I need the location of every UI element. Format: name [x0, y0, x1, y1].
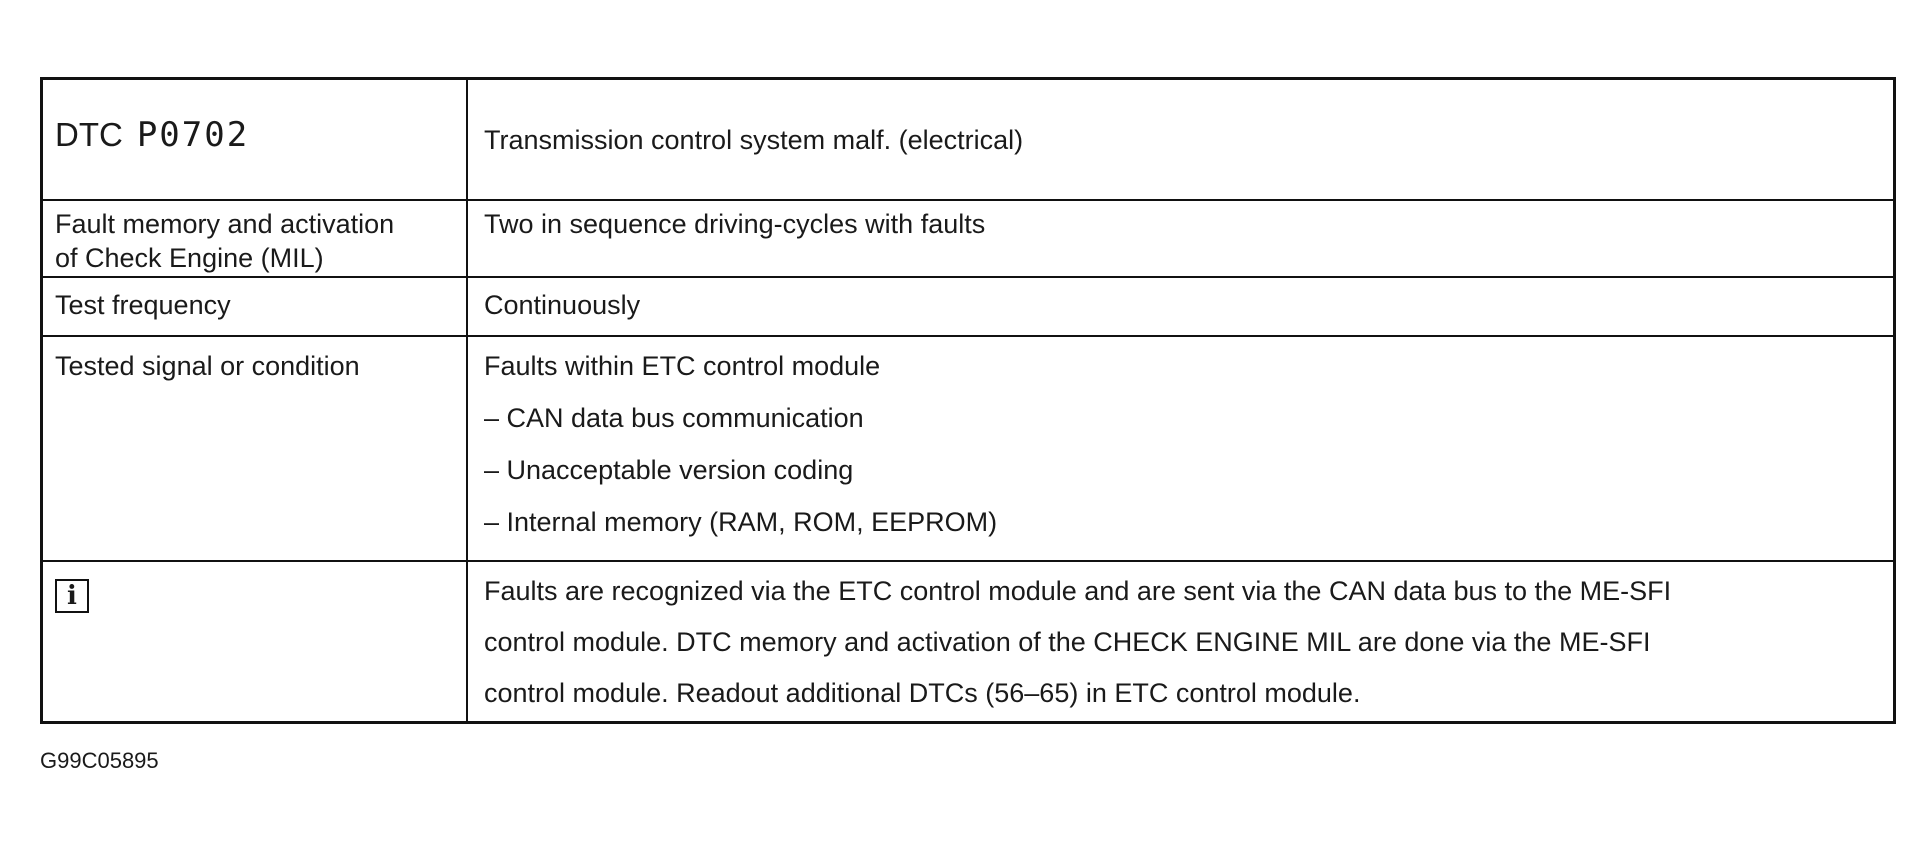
info-icon: i: [55, 579, 89, 613]
fault-memory-value: Two in sequence driving-cycles with faul…: [484, 209, 986, 239]
fault-memory-label: Fault memory and activation of Check Eng…: [43, 201, 468, 276]
dtc-table: DTC P0702 Transmission control system mal…: [40, 77, 1896, 724]
dtc-row: DTC P0702 Transmission control system mal…: [43, 80, 1893, 201]
fault-memory-row: Fault memory and activation of Check Eng…: [43, 201, 1893, 278]
info-row: i Faults are recognized via the ETC cont…: [43, 562, 1893, 724]
tested-signal-label: Tested signal or condition: [43, 337, 468, 560]
info-icon-cell: i: [43, 562, 468, 724]
info-note: Faults are recognized via the ETC contro…: [470, 562, 1893, 724]
fault-memory-label-line: of Check Engine (MIL): [55, 243, 324, 273]
test-frequency-value: Continuously: [484, 290, 641, 320]
tested-signal-item: – Unacceptable version coding: [484, 455, 854, 485]
info-note-line: Faults are recognized via the ETC contro…: [484, 576, 1672, 606]
test-frequency-label: Test frequency: [43, 278, 468, 335]
test-frequency-row: Test frequency Continuously: [43, 278, 1893, 337]
tested-signal-item: – Internal memory (RAM, ROM, EEPROM): [484, 507, 998, 537]
tested-signal-item: – CAN data bus communication: [484, 403, 864, 433]
info-note-line: control module. DTC memory and activatio…: [484, 627, 1651, 657]
info-note-line: control module. Readout additional DTCs …: [484, 678, 1361, 708]
tested-signal-values: Faults within ETC control module – CAN d…: [470, 337, 1893, 560]
tested-signal-item: Faults within ETC control module: [484, 351, 881, 381]
dtc-description: Transmission control system malf. (elect…: [484, 125, 1024, 155]
fault-memory-label-line: Fault memory and activation: [55, 209, 395, 239]
dtc-label-cell: DTC P0702: [43, 80, 468, 199]
figure-id: G99C05895: [40, 748, 159, 773]
dtc-prefix: DTC: [55, 116, 123, 153]
dtc-code: P0702: [136, 115, 250, 155]
tested-signal-row: Tested signal or condition Faults within…: [43, 337, 1893, 562]
